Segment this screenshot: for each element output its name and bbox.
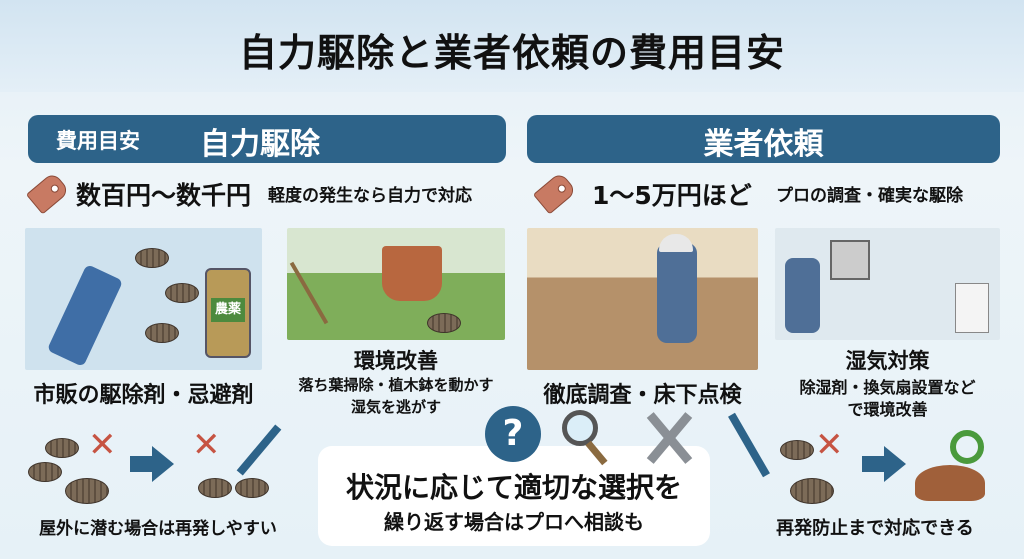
- left-item2-title: 環境改善: [354, 349, 438, 373]
- bug-icon: [28, 462, 62, 482]
- cross-icon: ✕: [88, 425, 117, 465]
- left-header-title: 自力駆除: [200, 127, 320, 162]
- bottle-icon: 農薬: [205, 268, 251, 358]
- right-price: 1〜5万円ほど: [592, 181, 752, 210]
- worker-icon: [657, 243, 697, 343]
- right-header-title: 業者依頼: [703, 127, 824, 162]
- leaf-pile-icon: [915, 465, 985, 501]
- left-item1-caption: 市販の駆除剤・忌避剤: [33, 383, 254, 408]
- dehumidifier-icon: [955, 283, 989, 333]
- flower-pot-icon: [382, 246, 442, 301]
- left-note: 軽度の発生なら自力で対応: [268, 186, 472, 206]
- right-note: プロの調査・確実な駆除: [776, 186, 963, 206]
- magnifier-icon: [562, 410, 598, 446]
- title-band: [0, 0, 1024, 92]
- price-tag-icon: [532, 171, 578, 215]
- bug-icon: [145, 323, 179, 343]
- garden-illustration: [287, 228, 505, 340]
- curved-arrow-icon: [728, 412, 770, 478]
- ventilation-illustration: [775, 228, 1000, 340]
- right-item1-caption: 徹底調査・床下点検: [543, 383, 742, 408]
- cross-icon: ✕: [192, 425, 221, 465]
- right-bottom-caption: 再発防止まで対応できる: [776, 518, 974, 539]
- rake-icon: [289, 261, 329, 325]
- arrow-right-icon: [862, 456, 884, 472]
- arrow-right-icon: [130, 456, 152, 472]
- bug-icon: [135, 248, 169, 268]
- arrow-right-icon: [152, 446, 174, 482]
- left-bottom-caption: 屋外に潜む場合は再発しやすい: [39, 519, 277, 539]
- bug-icon: [780, 440, 814, 460]
- right-item2-line2: で環境改善: [847, 400, 928, 419]
- left-item2-line1: 落ち葉掃除・植木鉢を動かす: [298, 376, 494, 394]
- left-price: 数百円〜数千円: [76, 181, 252, 210]
- advice-sub: 繰り返す場合はプロへ相談も: [384, 510, 644, 534]
- arrow-right-icon: [884, 446, 906, 482]
- advice-box: 状況に応じて適切な選択を 繰り返す場合はプロへ相談も: [318, 446, 710, 546]
- cost-label: 費用目安: [56, 129, 140, 153]
- advice-main: 状況に応じて適切な選択を: [345, 471, 682, 504]
- price-tag-icon: [25, 171, 71, 215]
- left-item2-line2: 湿気を逃がす: [350, 398, 441, 416]
- spray-illustration: 農薬: [25, 228, 262, 370]
- bottle-label: 農薬: [211, 298, 245, 322]
- helmet-icon: [659, 234, 693, 252]
- question-icon: ?: [485, 406, 541, 462]
- page-title: 自力駆除と業者依頼の費用目安: [238, 31, 785, 75]
- worker-icon: [785, 258, 820, 333]
- bug-icon: [45, 438, 79, 458]
- bug-icon: [235, 478, 269, 498]
- right-item2-line1: 除湿剤・換気扇設置など: [799, 378, 976, 397]
- inspection-illustration: [527, 228, 758, 370]
- circle-ok-icon: [950, 430, 984, 464]
- bug-icon: [427, 313, 461, 333]
- bug-icon: [165, 283, 199, 303]
- curved-arrow-icon: [236, 424, 282, 476]
- bug-icon: [198, 478, 232, 498]
- fan-icon: [830, 240, 870, 280]
- left-header: 費用目安 自力駆除: [28, 115, 506, 163]
- bug-icon: [65, 478, 109, 504]
- cross-icon: ✕: [815, 425, 844, 465]
- right-item2-title: 湿気対策: [845, 349, 930, 373]
- spray-can-icon: [46, 263, 124, 368]
- bug-icon: [790, 478, 834, 504]
- right-header: 業者依頼: [527, 115, 1000, 163]
